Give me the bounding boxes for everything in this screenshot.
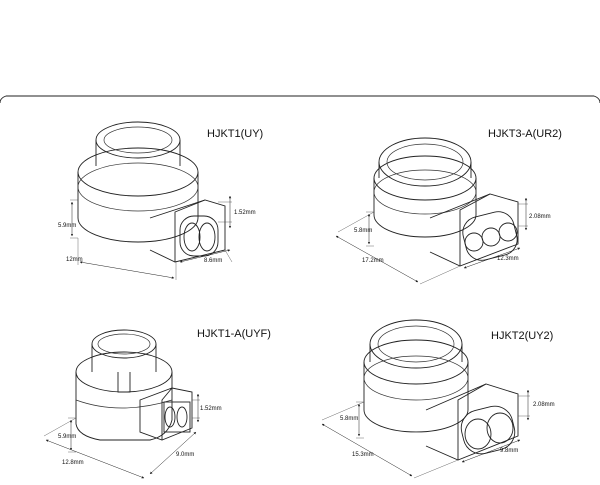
dim-height: 5.9mm <box>58 434 76 440</box>
connector-body-drawing <box>77 121 226 263</box>
dim-width: 12.3mm <box>497 256 519 262</box>
dim-length: 17.2mm <box>362 258 384 264</box>
dimension-lines <box>335 197 528 285</box>
dim-height: 5.9mm <box>58 223 76 229</box>
connector-body-drawing <box>75 329 193 441</box>
part-title: HJKT1-A(UYF) <box>197 328 271 340</box>
connector-body-drawing <box>373 137 519 267</box>
dim-height: 5.8mm <box>340 416 358 422</box>
dim-width: 9.0mm <box>176 452 194 458</box>
dim-width: 9.8mm <box>500 448 518 454</box>
connector-hjkt3-a-ur2: HJKT3-A(UR2) <box>335 128 562 285</box>
connector-body-drawing <box>363 319 519 461</box>
connector-hjkt1-uy: HJKT1(UY) <box>58 121 263 280</box>
dim-width: 8.6mm <box>204 258 222 264</box>
dim-hole: 2.08mm <box>529 214 551 220</box>
part-title: HJKT3-A(UR2) <box>488 128 562 140</box>
part-title: HJKT2(UY2) <box>491 330 553 342</box>
dimension-lines <box>43 393 200 479</box>
dim-length: 15.3mm <box>352 452 374 458</box>
dim-length: 12.8mm <box>62 460 84 466</box>
dimension-lines <box>321 389 530 479</box>
dim-length: 12mm <box>66 257 83 263</box>
connector-hjkt2-uy2: HJKT2(UY2) 5.8m <box>321 319 555 479</box>
sheet-frame <box>0 95 600 104</box>
dim-hole: 1.52mm <box>200 406 222 412</box>
dim-height: 5.8mm <box>354 228 372 234</box>
part-title: HJKT1(UY) <box>207 128 263 140</box>
dim-hole: 1.52mm <box>234 210 256 216</box>
connector-hjkt1-a-uyf: HJKT1-A(UYF) <box>43 328 271 479</box>
dimension-lines <box>70 195 233 280</box>
dim-hole: 2.08mm <box>533 402 555 408</box>
